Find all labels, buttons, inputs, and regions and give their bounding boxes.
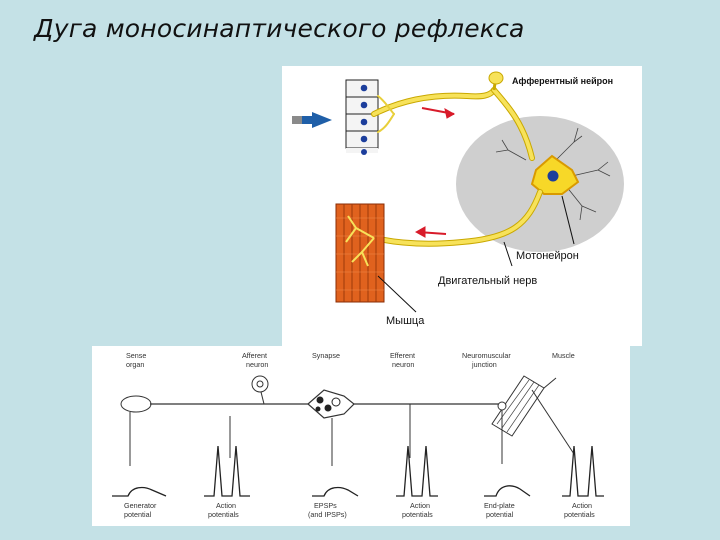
top-label-6a: Muscle bbox=[552, 351, 575, 360]
reflex-arc-svg: Афферентный нейрон bbox=[292, 71, 624, 327]
motoneuron bbox=[495, 127, 611, 221]
top-label-1a: Sense bbox=[126, 351, 146, 360]
bottom-label-6b: potentials bbox=[564, 510, 595, 519]
motoneuron-nucleus bbox=[547, 170, 559, 182]
top-labels: Sense organ Afferent neuron Synapse Effe… bbox=[126, 351, 575, 369]
top-label-3a: Synapse bbox=[312, 351, 340, 360]
bottom-label-2b: potentials bbox=[208, 510, 239, 519]
motor-nerve-label: Двигательный нерв bbox=[438, 275, 537, 287]
generator-potential-trace bbox=[112, 486, 167, 497]
reflex-potentials-svg: Sense organ Afferent neuron Synapse Effe… bbox=[112, 351, 604, 519]
bottom-label-4a: Action bbox=[410, 501, 430, 510]
afferent-neuron-label: Афферентный нейрон bbox=[512, 76, 613, 86]
bottom-label-1a: Generator bbox=[124, 501, 157, 510]
sense-organ bbox=[120, 395, 152, 413]
bottom-label-4b: potentials bbox=[402, 510, 433, 519]
bottom-label-5b: potential bbox=[486, 510, 514, 519]
motoneuron-label: Мотонейрон bbox=[516, 250, 579, 262]
top-label-5a: Neuromuscular bbox=[462, 351, 511, 360]
bottom-labels: Generator potential Action potentials EP… bbox=[124, 501, 595, 519]
top-label-2b: neuron bbox=[246, 360, 268, 369]
afferent-soma bbox=[488, 71, 504, 91]
slide-title: Дуга моносинаптического рефлекса bbox=[34, 14, 525, 43]
muscle-fiber bbox=[491, 375, 557, 437]
top-label-2a: Afferent bbox=[242, 351, 267, 360]
leader-lines bbox=[377, 195, 575, 313]
recording-leads bbox=[129, 389, 575, 466]
bottom-label-6a: Action bbox=[572, 501, 592, 510]
bottom-label-5a: End-plate bbox=[484, 501, 515, 510]
top-label-1b: organ bbox=[126, 360, 144, 369]
receptor-nuclei bbox=[360, 84, 368, 155]
top-label-4b: neuron bbox=[392, 360, 414, 369]
synapse-soma bbox=[307, 389, 355, 419]
bottom-label-1b: potential bbox=[124, 510, 152, 519]
efferent-fiber bbox=[371, 189, 543, 247]
muscle-tissue bbox=[335, 203, 385, 303]
top-label-5b: junction bbox=[471, 360, 497, 369]
epsp-trace bbox=[312, 486, 359, 497]
top-label-4a: Efferent bbox=[390, 351, 415, 360]
action-potentials-trace-2 bbox=[396, 445, 438, 497]
reflex-potentials-diagram: Sense organ Afferent neuron Synapse Effe… bbox=[92, 346, 630, 526]
bottom-label-3b: (and IPSPs) bbox=[308, 510, 347, 519]
end-plate-potential-trace bbox=[484, 485, 531, 497]
action-potentials-trace-1 bbox=[204, 445, 250, 497]
impulse-arrows bbox=[414, 107, 456, 238]
afferent-fiber bbox=[371, 87, 535, 161]
reflex-arc-diagram: Афферентный нейрон bbox=[282, 66, 642, 346]
bottom-label-3a: EPSPs bbox=[314, 501, 337, 510]
muscle-label: Мышца bbox=[386, 315, 425, 327]
action-potentials-trace-3 bbox=[562, 445, 604, 497]
bottom-label-2a: Action bbox=[216, 501, 236, 510]
potential-traces bbox=[112, 445, 604, 497]
stimulus-arrow bbox=[292, 112, 332, 128]
afferent-neuron-soma bbox=[251, 375, 269, 405]
